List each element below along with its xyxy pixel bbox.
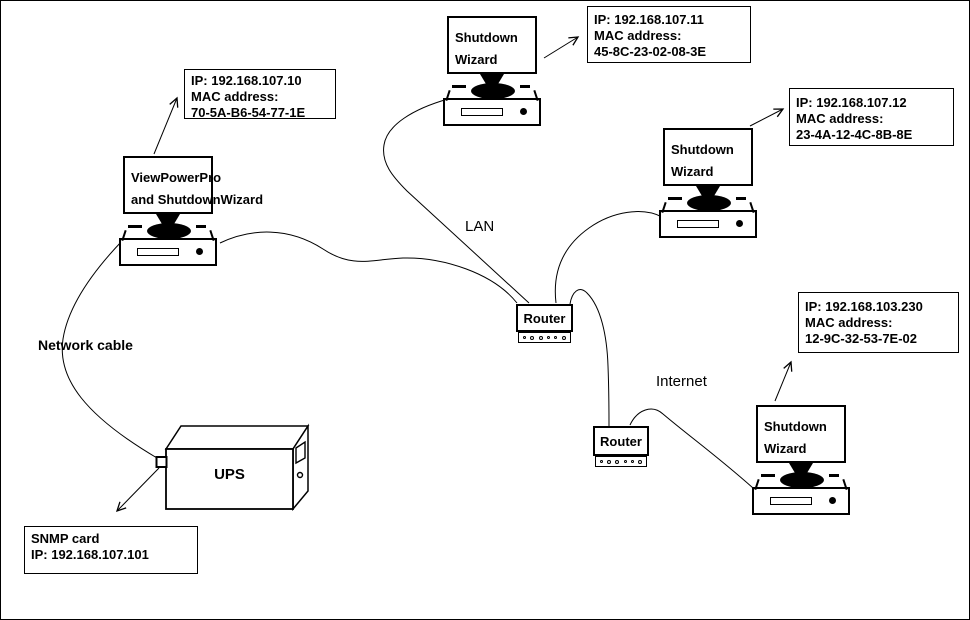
mac-line: 70-5A-B6-54-77-1E <box>191 105 306 120</box>
monitor-screen: Shutdown Wizard <box>663 128 753 186</box>
port-icon <box>607 459 612 464</box>
router-ports <box>595 456 647 467</box>
mac-label-line: MAC address: <box>191 89 279 104</box>
lan-label: LAN <box>465 218 495 235</box>
power-led <box>520 108 527 115</box>
network-cable-line <box>61 240 158 459</box>
cable-shutdown-top-to-lan-router <box>383 98 530 304</box>
port-icon <box>547 336 551 339</box>
port-icon <box>600 460 604 463</box>
drive-slot <box>677 220 719 228</box>
router-ports <box>518 332 571 343</box>
router-lan: Router <box>516 304 573 343</box>
arrow-shutdown-right-ip <box>749 108 785 127</box>
mac-line: 23-4A-12-4C-8B-8E <box>796 127 913 142</box>
port-icon <box>623 460 627 463</box>
info-box-shutdown-right: IP: 192.168.107.12 MAC address: 23-4A-12… <box>789 88 954 146</box>
port-icon <box>637 459 642 464</box>
router-body: Router <box>516 304 573 332</box>
computer-base <box>752 478 850 515</box>
router-label: Router <box>600 433 642 449</box>
computer-base <box>119 229 217 266</box>
snmp-card-port <box>155 456 168 468</box>
computer-base <box>443 89 541 126</box>
port-icon <box>554 336 558 339</box>
power-led <box>736 220 743 227</box>
monitor-screen: Shutdown Wizard <box>447 16 537 74</box>
ip-line: IP: 192.168.107.10 <box>191 73 302 88</box>
ip-line: IP: 192.168.107.101 <box>31 547 149 562</box>
drive-slot <box>461 108 503 116</box>
ip-line: IP: 192.168.107.12 <box>796 95 907 110</box>
port-icon <box>615 459 620 464</box>
cable-lan-router-to-internet-router <box>569 289 610 427</box>
network-cable-label: Network cable <box>38 337 133 353</box>
monitor-screen: Shutdown Wizard <box>756 405 846 463</box>
drive-slot <box>137 248 179 256</box>
arrow-snmp-card <box>115 467 160 513</box>
computer-base <box>659 201 757 238</box>
monitor-stand-icon <box>687 195 731 211</box>
arrow-shutdown-top-ip <box>543 36 580 59</box>
ups-top-face <box>164 425 310 450</box>
computer-label-line1: Shutdown <box>671 142 734 157</box>
computer-label-line2: and ShutdownWizard <box>131 192 264 207</box>
arrow-shutdown-bottom-ip <box>774 360 793 402</box>
base-back-edge <box>761 474 775 477</box>
arrow-viewpowerpro-ip <box>153 96 179 155</box>
monitor-stand-icon <box>471 83 515 99</box>
ups-vent <box>295 440 306 465</box>
info-box-shutdown-bottom: IP: 192.168.103.230 MAC address: 12-9C-3… <box>798 292 959 353</box>
power-led <box>196 248 203 255</box>
snmp-card-line: SNMP card <box>31 531 100 546</box>
ups-label: UPS <box>214 466 245 483</box>
monitor-stand-icon <box>147 223 191 239</box>
base-back-edge <box>452 85 466 88</box>
ups-unit <box>155 423 310 512</box>
base-back-edge <box>829 474 839 477</box>
power-led <box>829 497 836 504</box>
port-icon <box>523 336 527 339</box>
monitor-stand-icon <box>780 472 824 488</box>
computer-label-line2: Wizard <box>764 441 807 456</box>
router-label: Router <box>523 310 566 326</box>
computer-label-line1: ViewPowerPro <box>131 170 222 185</box>
mac-line: 45-8C-23-02-08-3E <box>594 44 707 59</box>
info-box-snmp-card: SNMP card IP: 192.168.107.101 <box>24 526 198 574</box>
internet-label: Internet <box>656 373 707 390</box>
drive-slot <box>770 497 812 505</box>
mac-label-line: MAC address: <box>594 28 682 43</box>
ups-front-face <box>165 448 294 510</box>
ip-line: IP: 192.168.107.11 <box>594 12 704 27</box>
info-box-viewpowerpro: IP: 192.168.107.10 MAC address: 70-5A-B6… <box>184 69 336 120</box>
computer-label-line1: Shutdown <box>455 30 518 45</box>
cable-viewpowerpro-to-lan-router <box>219 231 518 304</box>
mac-label-line: MAC address: <box>796 111 884 126</box>
base-back-edge <box>736 197 746 200</box>
base-back-edge <box>520 85 530 88</box>
cable-internet-router-to-shutdown-bottom <box>629 408 754 489</box>
ups-knob <box>296 471 304 479</box>
router-body: Router <box>593 426 649 456</box>
mac-label-line: MAC address: <box>805 315 893 330</box>
router-internet: Router <box>593 426 649 467</box>
base-back-edge <box>668 197 682 200</box>
mac-line: 12-9C-32-53-7E-02 <box>805 331 918 346</box>
info-box-shutdown-top: IP: 192.168.107.11 MAC address: 45-8C-23… <box>587 6 751 63</box>
port-icon <box>538 335 543 340</box>
computer-label-line2: Wizard <box>671 164 714 179</box>
cable-shutdown-right-to-lan-router <box>554 211 663 304</box>
computer-label-line2: Wizard <box>455 52 498 67</box>
port-icon <box>630 460 634 463</box>
port-icon <box>561 335 566 340</box>
base-back-edge <box>128 225 142 228</box>
monitor-screen: ViewPowerPro and ShutdownWizard <box>123 156 264 214</box>
computer-label-line1: Shutdown <box>764 419 827 434</box>
ip-line: IP: 192.168.103.230 <box>805 299 923 314</box>
port-icon <box>530 335 535 340</box>
base-back-edge <box>196 225 206 228</box>
